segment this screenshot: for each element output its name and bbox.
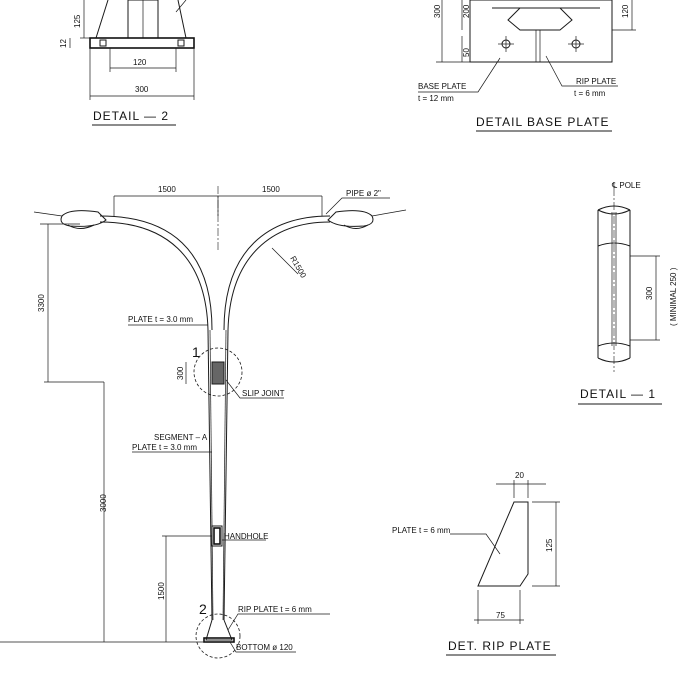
- handhole-label: HANDHOLE: [224, 532, 268, 541]
- bp-dim-200: 200: [462, 4, 471, 18]
- bp-dim-50: 50: [462, 48, 471, 57]
- bp-dim-300: 300: [433, 4, 442, 18]
- dim-1500-right: 1500: [262, 185, 280, 194]
- arm-right-outer: [223, 215, 331, 331]
- base-plate-thk: t = 12 mm: [418, 94, 454, 103]
- base-plate: [203, 637, 235, 643]
- dim-300: 300: [135, 85, 149, 94]
- rip-plate-label: RIP PLATE t = 6 mm: [238, 605, 312, 614]
- dim-1500-left: 1500: [158, 185, 176, 194]
- detail-1: ℄ POLE 300 ( MINIMAL 250 ) DETAIL — 1: [578, 181, 678, 405]
- bottom-label: BOTTOM ø 120: [236, 643, 293, 652]
- base-plate-title: DETAIL BASE PLATE: [476, 115, 609, 129]
- dim-300-slip: 300: [176, 366, 185, 380]
- slip-joint-label: SLIP JOINT: [242, 389, 285, 398]
- bp-dim-120: 120: [621, 4, 630, 18]
- lamp-right-icon: [327, 210, 374, 227]
- detail-2: 125 12 120 300 DETAIL — 2: [59, 0, 195, 126]
- dim-12: 12: [59, 39, 68, 48]
- base-plate-leader: [418, 57, 501, 93]
- dim-125: 125: [73, 14, 82, 28]
- dim-3000: 3000: [99, 494, 108, 512]
- dim-3300: 3300: [37, 294, 46, 312]
- base-plate-label: BASE PLATE: [418, 82, 466, 91]
- rip-plate-title: DET. RIP PLATE: [448, 639, 552, 653]
- rip-plate-text: PLATE t = 6 mm: [392, 526, 451, 535]
- detail2-base-plate: [89, 37, 195, 49]
- rip-dim-125: 125: [545, 538, 554, 552]
- detail-2-marker-circle: [195, 613, 241, 659]
- bp-rip-thk: t = 6 mm: [574, 89, 606, 98]
- detail-rip-plate: 20 PLATE t = 6 mm 125 75 DET. RIP PLATE: [392, 471, 560, 656]
- detail1-minimal: ( MINIMAL 250 ): [669, 267, 678, 326]
- pole-dimensions: 1500 1500 PIPE ø 2" R1500 3300 PLATE t =…: [0, 185, 390, 653]
- lamp-left-icon: [60, 210, 107, 227]
- detail1-title: DETAIL — 1: [580, 387, 656, 401]
- arm-left-outer: [99, 215, 213, 331]
- pole-flare: [95, 0, 187, 39]
- dim-1500-vertical: 1500: [157, 582, 166, 600]
- pole-section: [507, 7, 573, 31]
- rip-plate-leader: [545, 55, 618, 87]
- detail1-dim-300: 300: [645, 286, 654, 300]
- slip-joint: [211, 361, 225, 385]
- plate-seg-label: PLATE t = 3.0 mm: [132, 443, 197, 452]
- rip-dim-75: 75: [496, 611, 505, 620]
- detail2-title: DETAIL — 2: [93, 109, 169, 123]
- segment-label: SEGMENT – A: [154, 433, 208, 442]
- marker-2: 2: [199, 601, 207, 617]
- base-plate-outline: [469, 0, 613, 63]
- detail-1-marker-circle: [193, 347, 243, 397]
- detail-base-plate: 300 200 50 120 BASE PLATE t = 12 mm RIP …: [418, 0, 636, 132]
- marker-1: 1: [192, 344, 200, 360]
- bp-rip-label: RIP PLATE: [576, 77, 616, 86]
- pole-centerline-label: ℄ POLE: [611, 181, 641, 190]
- plate-top-label: PLATE t = 3.0 mm: [128, 315, 193, 324]
- arm-left-inner: [99, 221, 209, 331]
- pipe-label: PIPE ø 2": [346, 189, 381, 198]
- rip-plate-shape: [477, 501, 529, 587]
- arm-right-inner: [227, 221, 331, 331]
- street-light-pole: [33, 186, 407, 659]
- dim-120: 120: [133, 58, 147, 67]
- rip-dim-20: 20: [515, 471, 524, 480]
